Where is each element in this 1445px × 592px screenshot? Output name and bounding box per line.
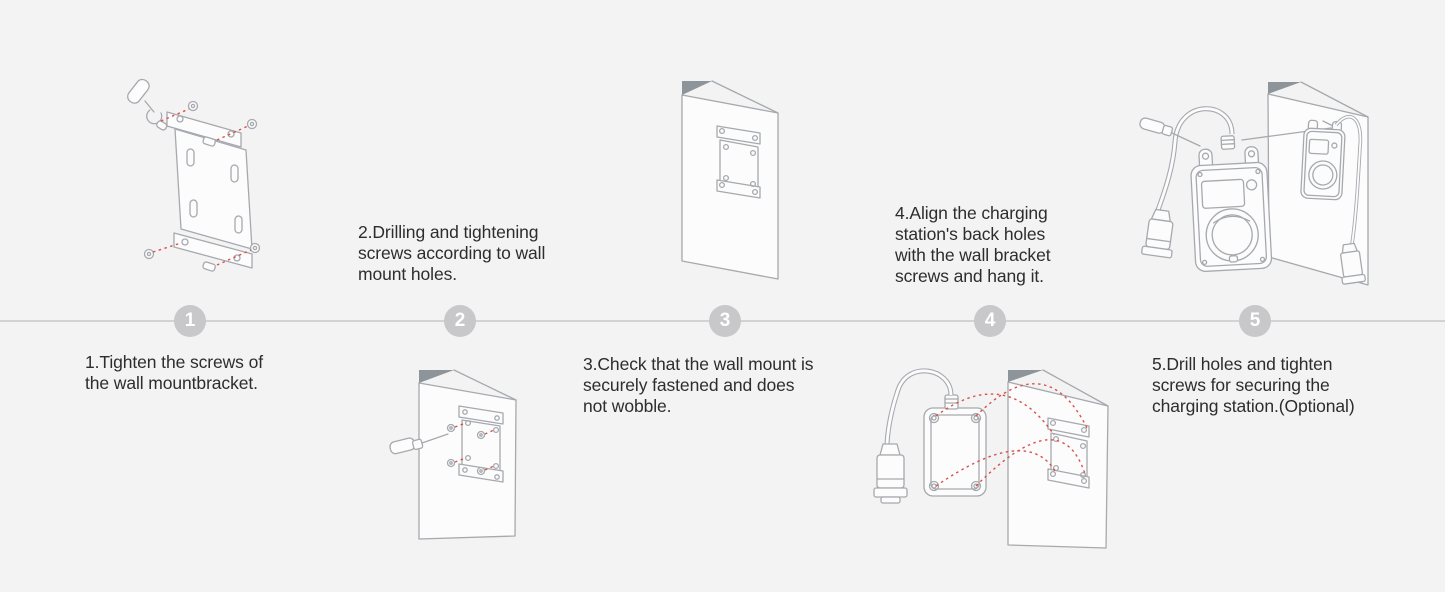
screwdriver-icon [389,433,449,455]
wall-bracket [716,125,761,199]
display-screen [1200,178,1246,209]
screw-icons [446,423,486,476]
power-plug [1141,208,1174,259]
step-1-marker: 1 [174,305,206,337]
step-3-number: 3 [719,310,731,331]
step-2-number: 2 [454,310,466,331]
screw-guide-dashes [152,108,252,266]
wall-bracket [166,111,253,269]
mounted-charging-station [1300,119,1346,201]
step-1-instruction: 1.Tighten the screws of the wall mountbr… [85,352,263,393]
mounted-station-cable [1334,114,1363,245]
step-1-illustration [127,78,261,272]
step-1-number: 1 [184,310,196,331]
step-4-number: 4 [984,310,996,331]
indicator-light [1245,179,1258,191]
step-4-instruction: 4.Align the charging station's back hole… [895,203,1051,286]
power-cable [1155,106,1235,211]
step-5-marker: 5 [1239,305,1271,337]
charging-station-front [1190,135,1273,272]
step-3-marker: 3 [709,305,741,337]
step-2-instruction: 2.Drilling and tightening screws accordi… [358,222,546,284]
power-cable [884,368,954,445]
charging-station-back [923,394,987,497]
step-4-marker: 4 [974,305,1006,337]
screwdriver-icon [127,78,168,131]
wall-bracket [1047,417,1090,489]
step-3-instruction: 3.Check that the wall mount is securely … [583,354,814,416]
step-5-illustration [1139,81,1369,286]
mounted-station-plug [1340,242,1366,285]
step-4-illustration [873,368,1109,549]
step-3-illustration [681,80,779,280]
screw-icons [143,100,261,272]
screwdriver-icon [1139,117,1201,147]
alignment-guide-arcs [935,383,1088,487]
screw-guide-dashes [454,422,495,471]
power-plug [873,443,908,504]
step-2-marker: 2 [444,305,476,337]
step-5-instruction: 5.Drill holes and tighten screws for sec… [1152,354,1355,416]
step-2-illustration [389,369,517,540]
step-5-number: 5 [1249,310,1261,331]
